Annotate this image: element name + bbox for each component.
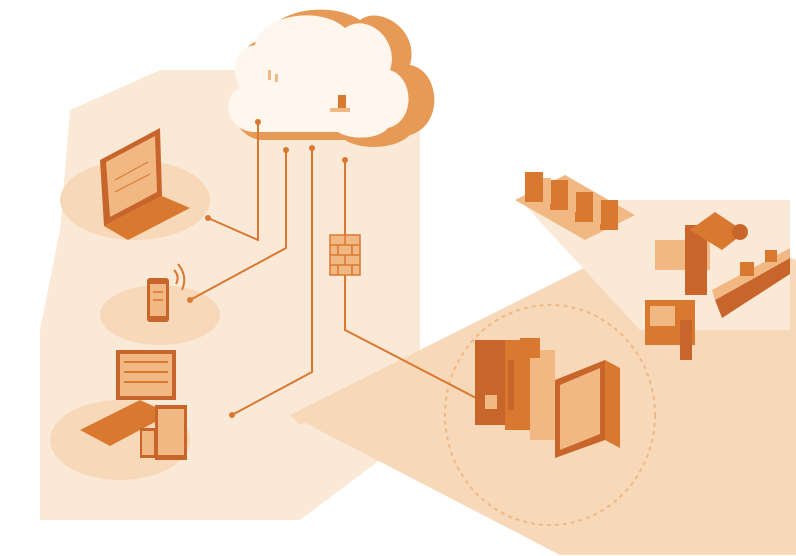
plc-controller-icon bbox=[475, 338, 555, 440]
brick-wall-icon bbox=[330, 235, 360, 275]
cloud-icon bbox=[228, 10, 434, 147]
